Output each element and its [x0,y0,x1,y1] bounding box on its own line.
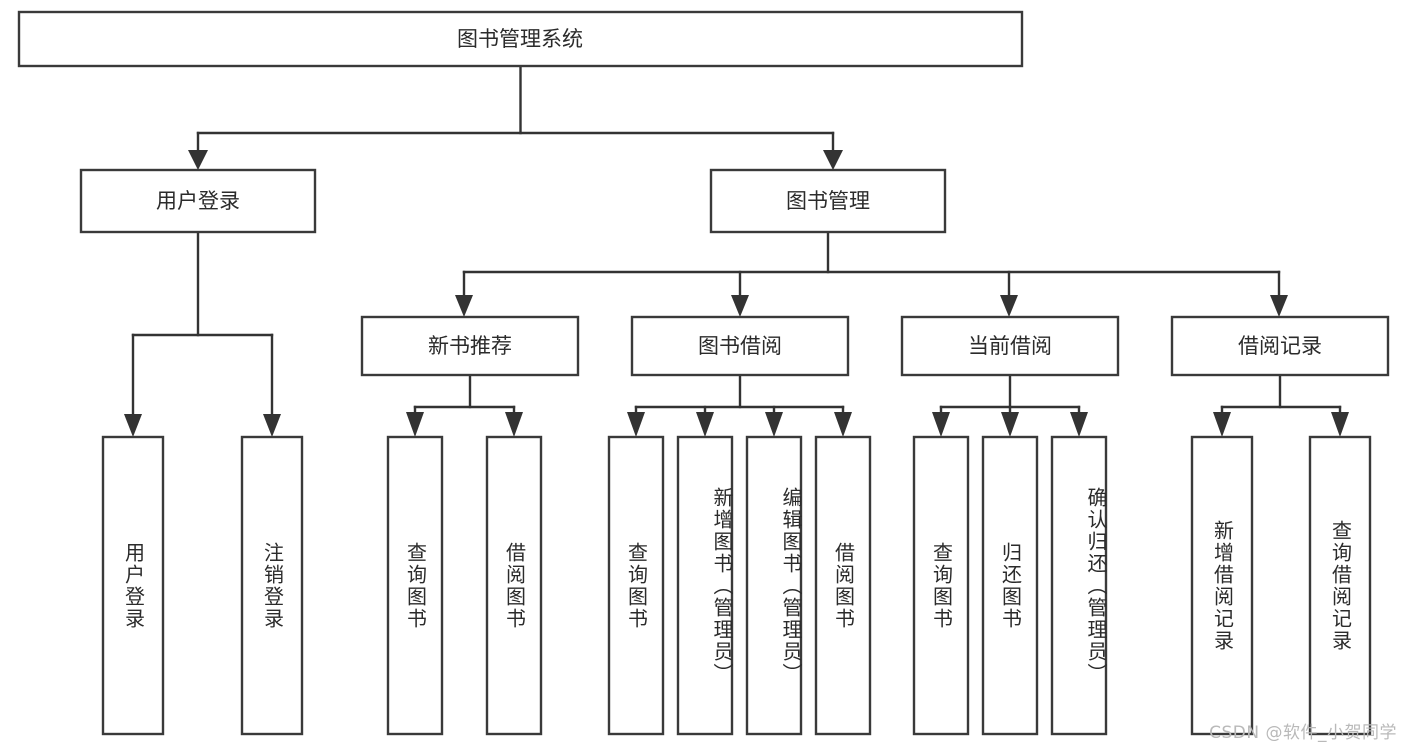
node-leaf-confirm-return[interactable] [1050,435,1108,736]
arrow-head-user-login [188,150,208,170]
arrow-head-new-book [455,295,473,317]
label-leaf-add-book: 新增图书（管理员） [710,486,734,685]
arrow-head-book-borrow [731,295,749,317]
arrow-head-borrow-record [1270,295,1288,317]
label-user-login: 用户登录 [156,189,240,213]
label-leaf-add-record: 新增借阅记录 [1210,519,1235,652]
node-box-group [17,10,1390,736]
label-new-book-recommend: 新书推荐 [428,334,512,358]
label-leaf-query-book-3: 查询图书 [929,541,954,630]
label-leaf-query-record: 查询借阅记录 [1328,519,1353,652]
node-leaf-query-book-3[interactable] [912,435,970,736]
arrow-head-leaf-confirm-return [1070,412,1088,437]
arrow-head-leaf-borrow-book-1 [505,412,523,437]
node-current-borrow[interactable] [900,315,1120,377]
label-leaf-query-book-1: 查询图书 [403,541,428,630]
arrow-head-current-borrow [1000,295,1018,317]
label-leaf-confirm-return: 确认归还（管理员） [1084,486,1108,685]
label-leaf-edit-book: 编辑图书（管理员） [779,486,803,685]
node-leaf-query-book-2[interactable] [607,435,665,736]
label-borrow-record: 借阅记录 [1238,334,1322,358]
arrow-head-leaf-add-book [696,412,714,437]
arrow-head-leaf-return-book [1001,412,1019,437]
arrow-head-leaf-user-login [124,414,142,437]
node-leaf-logout-login[interactable] [240,435,304,736]
arrow-head-book-manage [823,150,843,170]
arrow-head-leaf-query-record [1331,412,1349,437]
label-leaf-borrow-book-1: 借阅图书 [502,541,527,630]
node-user-login[interactable] [79,168,317,234]
node-leaf-edit-book[interactable] [745,435,803,736]
node-borrow-record[interactable] [1170,315,1390,377]
node-leaf-query-book-1[interactable] [386,435,444,736]
label-book-manage: 图书管理 [786,189,870,213]
node-leaf-borrow-book-1[interactable] [485,435,543,736]
arrow-head-leaf-borrow-book-2 [834,412,852,437]
arrow-head-leaf-query-book-2 [627,412,645,437]
arrow-head-leaf-query-book-3 [932,412,950,437]
node-leaf-borrow-book-2[interactable] [814,435,872,736]
node-label-group: 图书管理系统 用户登录 图书管理 新书推荐 图书借阅 当前借阅 借阅记录 [156,27,1322,358]
label-leaf-borrow-book-2: 借阅图书 [831,541,856,630]
label-leaf-return-book: 归还图书 [998,541,1023,630]
label-root: 图书管理系统 [457,27,583,51]
node-leaf-user-login[interactable] [101,435,165,736]
node-root[interactable] [17,10,1024,68]
arrow-head-leaf-add-record [1213,412,1231,437]
node-book-borrow[interactable] [630,315,850,377]
label-current-borrow: 当前借阅 [968,334,1052,358]
label-leaf-user-login: 用户登录 [121,541,146,630]
node-leaf-add-book[interactable] [676,435,734,736]
arrow-head-leaf-edit-book [765,412,783,437]
arrow-head-leaf-logout-login [263,414,281,437]
connector-group [124,64,1349,437]
node-book-manage[interactable] [709,168,947,234]
arrow-head-leaf-query-book-1 [406,412,424,437]
label-leaf-logout-login: 注销登录 [260,541,285,630]
node-leaf-return-book[interactable] [981,435,1039,736]
node-new-book-recommend[interactable] [360,315,580,377]
csdn-watermark: CSDN @软件_小贺同学 [1209,723,1397,743]
label-leaf-query-book-2: 查询图书 [624,541,649,630]
node-leaf-add-record[interactable] [1190,435,1254,736]
label-book-borrow: 图书借阅 [698,334,782,358]
node-leaf-query-record[interactable] [1308,435,1372,736]
